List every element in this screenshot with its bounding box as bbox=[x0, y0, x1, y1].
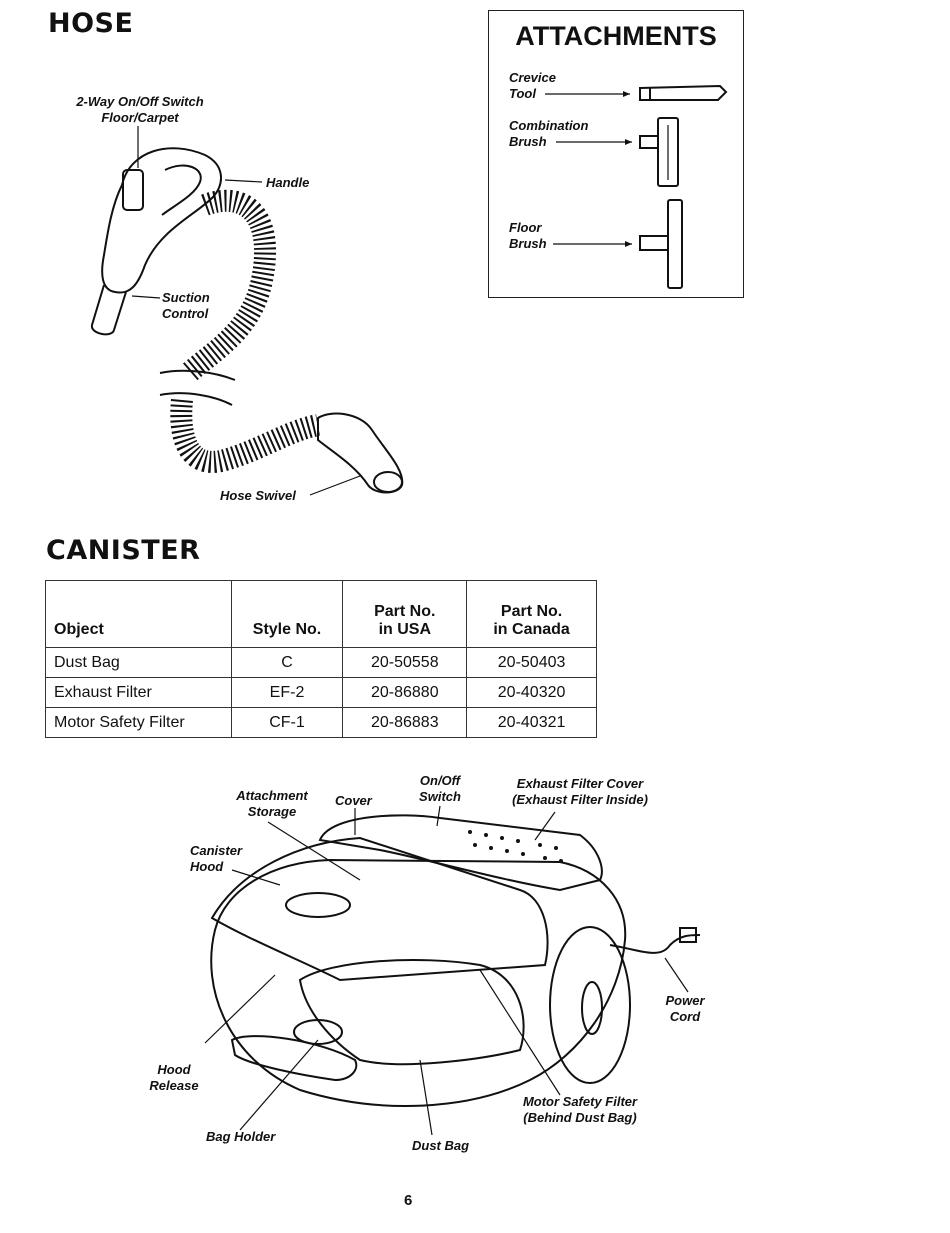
parts-table: Object Style No. Part No. in USA Part No… bbox=[45, 580, 597, 738]
col-header-object: Object bbox=[45, 580, 232, 648]
hose-heading: HOSE bbox=[48, 8, 134, 39]
hose-illustration bbox=[90, 126, 404, 496]
table-cell: CF-1 bbox=[230, 707, 344, 738]
cover-label: Cover bbox=[335, 793, 372, 808]
col-header-style: Style No. bbox=[230, 580, 344, 648]
canister-heading: CANISTER bbox=[46, 535, 201, 566]
table-row: Dust Bag C 20-50558 20-50403 bbox=[45, 647, 597, 678]
power-cord-label: Power Cord bbox=[665, 993, 705, 1024]
table-row: Exhaust Filter EF-2 20-86880 20-40320 bbox=[45, 677, 597, 708]
hose-handle-label: Handle bbox=[266, 175, 310, 190]
parts-table-header-row: Object Style No. Part No. in USA Part No… bbox=[45, 580, 597, 648]
table-cell: 20-86883 bbox=[342, 707, 468, 738]
attachments-illustration bbox=[545, 84, 728, 289]
table-cell: Motor Safety Filter bbox=[45, 707, 232, 738]
hose-swivel-label: Hose Swivel bbox=[220, 488, 296, 503]
attachments-box: ATTACHMENTS bbox=[488, 10, 744, 298]
motor-safety-filter-label: Motor Safety Filter (Behind Dust Bag) bbox=[522, 1094, 638, 1125]
exhaust-filter-cover-label: Exhaust Filter Cover (Exhaust Filter Ins… bbox=[512, 776, 648, 807]
canister-hood-label: Canister Hood bbox=[190, 843, 243, 874]
attachments-heading: ATTACHMENTS bbox=[515, 21, 717, 51]
table-cell: 20-50403 bbox=[466, 647, 597, 678]
attachment-floor-label: Floor Brush bbox=[509, 220, 547, 251]
attachment-storage-label: Attachment Storage bbox=[236, 788, 308, 819]
table-cell: 20-40321 bbox=[466, 707, 597, 738]
table-row: Motor Safety Filter CF-1 20-86883 20-403… bbox=[45, 707, 597, 738]
onoff-switch-label: On/Off Switch bbox=[419, 773, 461, 804]
hose-switch-label: 2-Way On/Off Switch Floor/Carpet bbox=[76, 94, 204, 125]
hood-release-label: Hood Release bbox=[149, 1062, 199, 1093]
attachment-crevice-label: Crevice Tool bbox=[509, 70, 556, 101]
table-cell: EF-2 bbox=[230, 677, 344, 708]
table-cell: 20-86880 bbox=[342, 677, 468, 708]
page-number: 6 bbox=[404, 1192, 413, 1209]
col-header-canada: Part No. in Canada bbox=[466, 580, 597, 648]
attachment-combination-label: Combination Brush bbox=[509, 118, 589, 149]
table-cell: 20-50558 bbox=[342, 647, 468, 678]
table-cell: Dust Bag bbox=[45, 647, 232, 678]
hose-suction-label: Suction Control bbox=[162, 290, 210, 321]
dust-bag-label: Dust Bag bbox=[412, 1138, 470, 1153]
bag-holder-label: Bag Holder bbox=[206, 1129, 276, 1144]
